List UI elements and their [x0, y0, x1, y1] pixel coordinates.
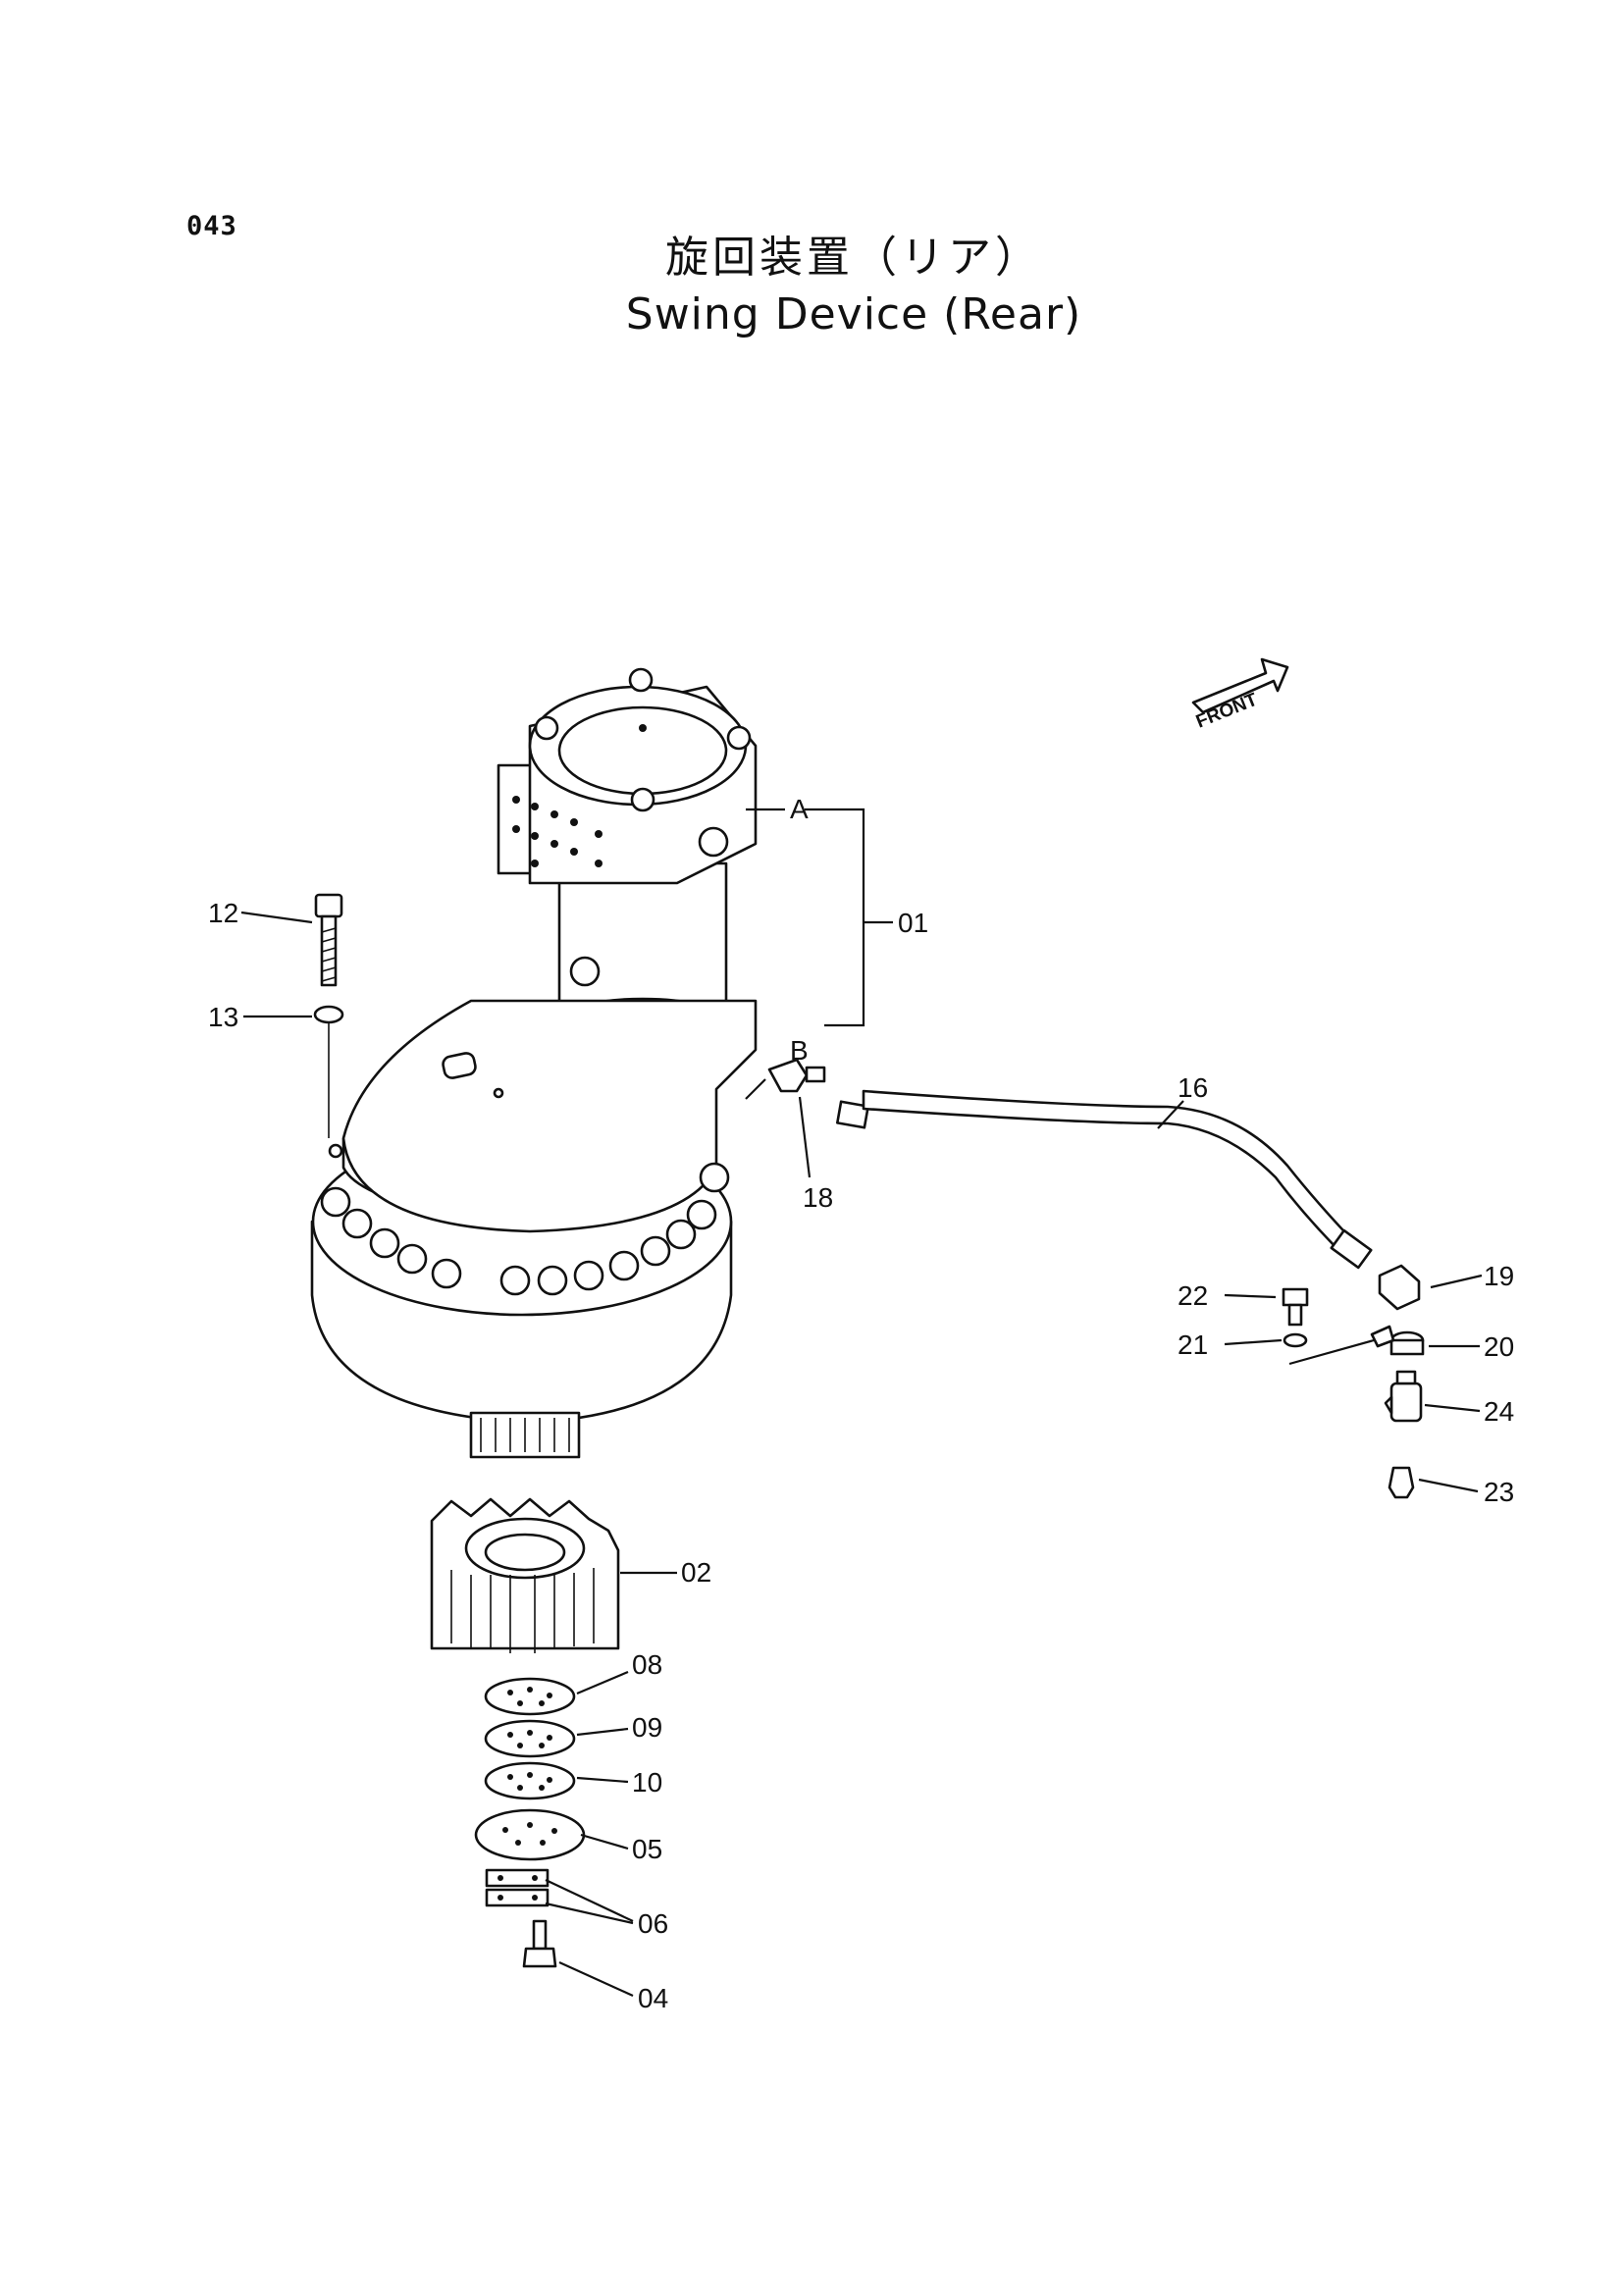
lock-plates: [485, 1868, 550, 1907]
fitting-18: [767, 1058, 826, 1093]
swing-motor-assembly: [497, 667, 758, 1044]
callout-labels: 12 13 A B 01 16 18 19 20 24 23 22 21 02 …: [208, 794, 1514, 2013]
leader-lines: [240, 808, 1483, 1998]
bolt-22: [1282, 1287, 1309, 1327]
callout-02: 02: [681, 1557, 711, 1588]
callout-24: 24: [1484, 1396, 1514, 1427]
adapter-24: [1384, 1370, 1423, 1423]
callout-10: 10: [632, 1767, 662, 1798]
clip-20: [1370, 1325, 1425, 1356]
callout-19: 19: [1484, 1261, 1514, 1291]
title-japanese: 旋回装置（リア）: [665, 233, 1042, 283]
callout-18: 18: [803, 1182, 833, 1213]
title-block: 旋回装置（リア） Swing Device (Rear): [0, 231, 1624, 344]
callout-16: 16: [1178, 1072, 1208, 1103]
callout-09: 09: [632, 1712, 662, 1743]
bolt-04: [522, 1919, 557, 1968]
callout-12: 12: [208, 898, 238, 928]
page-number: 043: [186, 211, 237, 241]
pinion-gear: [430, 1497, 620, 1653]
callout-22: 22: [1178, 1280, 1208, 1311]
callout-04: 04: [638, 1983, 668, 2013]
reduction-gear-housing: [310, 999, 758, 1459]
callout-06: 06: [638, 1908, 668, 1939]
callout-21: 21: [1178, 1329, 1208, 1360]
washer-13: [313, 1005, 344, 1138]
callout-13: 13: [208, 1002, 238, 1032]
callout-b: B: [790, 1035, 809, 1066]
front-direction-arrow: FRONT: [1191, 657, 1289, 733]
callout-01: 01: [898, 908, 928, 938]
bolt-12: [314, 893, 343, 987]
callout-20: 20: [1484, 1331, 1514, 1362]
callout-08: 08: [632, 1649, 662, 1680]
title-english: Swing Device (Rear): [625, 289, 1082, 339]
elbow-19: [1378, 1264, 1421, 1311]
callout-05: 05: [632, 1834, 662, 1864]
callout-23: 23: [1484, 1477, 1514, 1507]
callout-a: A: [790, 794, 809, 824]
hose-16: [836, 1089, 1373, 1270]
housing-bolt-row: [320, 1162, 730, 1296]
washer-21: [1283, 1332, 1308, 1348]
plate-stack: [474, 1677, 586, 1861]
grease-nipple-23: [1388, 1466, 1415, 1499]
